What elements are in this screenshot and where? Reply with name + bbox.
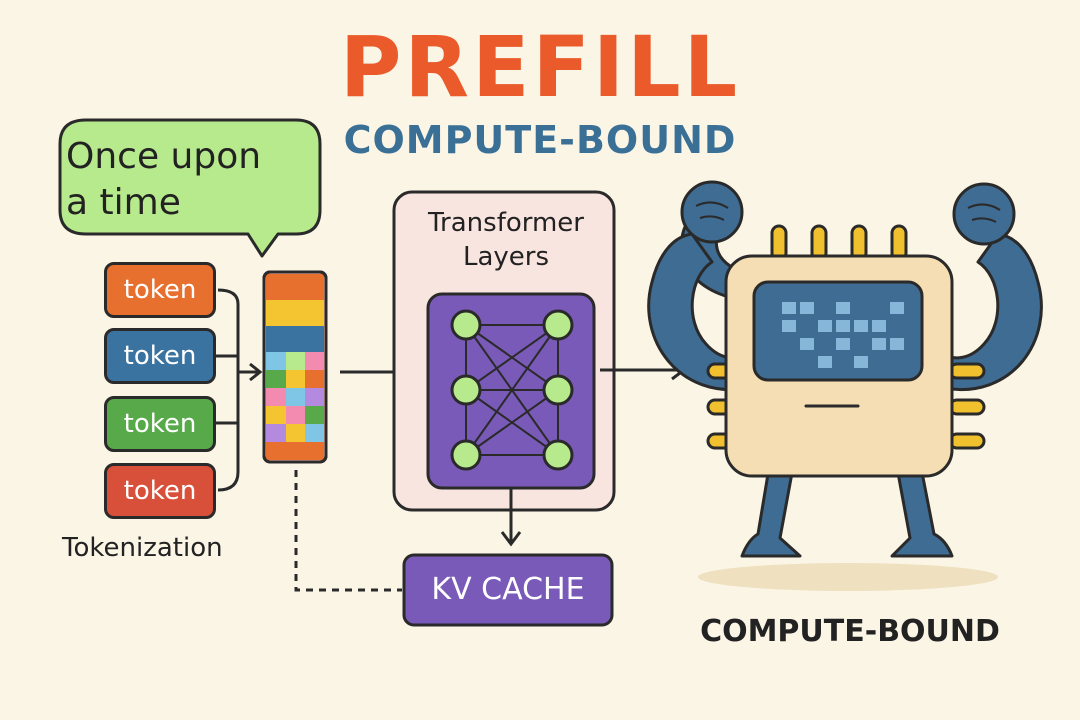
neural-network-icon [426, 292, 596, 490]
arrow-to-kv-cache [500, 488, 522, 547]
embedding-vector [262, 270, 328, 464]
tokenization-label: Tokenization [62, 533, 223, 563]
transformer-label-line-1: Transformer [427, 208, 584, 238]
dashed-connector [294, 470, 402, 592]
token-chip-2: token [104, 328, 216, 384]
diagram-subtitle: COMPUTE-BOUND [343, 118, 737, 162]
kv-cache-box [402, 553, 614, 627]
compute-bound-caption: COMPUTE-BOUND [700, 614, 1000, 649]
speech-bubble-text: Once upon a time [66, 134, 316, 226]
speech-bubble [58, 118, 322, 258]
transformer-label: Transformer Layers [396, 206, 616, 274]
kv-cache-label: KV CACHE [431, 572, 585, 607]
robot-chip-illustration [647, 180, 1043, 591]
transformer-label-line-2: Layers [462, 242, 550, 272]
token-bracket [216, 288, 263, 492]
token-chip-3: token [104, 396, 216, 452]
token-chip-4: token [104, 463, 216, 519]
speech-line-1: Once upon [66, 136, 262, 177]
token-chip-1: token [104, 262, 216, 318]
speech-line-2: a time [66, 182, 181, 223]
diagram-title: PREFILL [339, 18, 741, 116]
